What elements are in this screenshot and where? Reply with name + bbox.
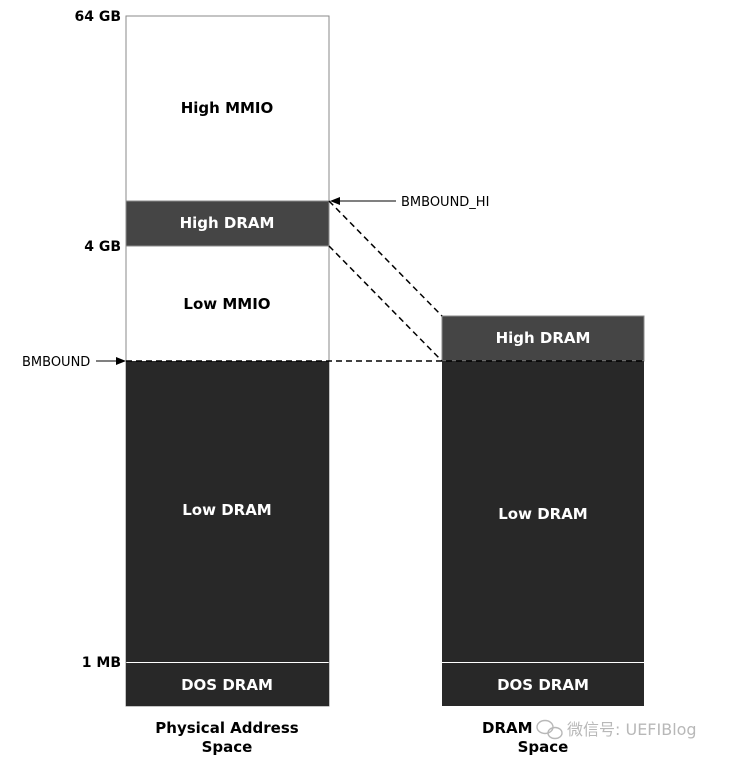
high-dram-block	[125, 200, 330, 247]
physical-space-title-line1: Physical Address	[155, 719, 298, 737]
mapping-line-bottom	[328, 245, 443, 362]
bmbound-label: BMBOUND	[22, 355, 90, 370]
tick-64gb: 64 GB	[74, 9, 121, 25]
dram-low-dram-block	[442, 361, 644, 662]
mapping-line-top	[328, 200, 443, 317]
low-mmio-label: Low MMIO	[183, 295, 270, 313]
dos-dram-block	[126, 663, 329, 706]
dram-dos-dram-label: DOS DRAM	[497, 676, 589, 694]
tick-4gb: 4 GB	[84, 239, 121, 255]
bmbound-hi-label: BMBOUND_HI	[401, 195, 489, 210]
high-mmio-label: High MMIO	[181, 99, 274, 117]
dram-high-dram-label: High DRAM	[496, 329, 591, 347]
dram-low-dram-label: Low DRAM	[498, 505, 587, 523]
physical-space-title-line2: Space	[202, 738, 253, 756]
dram-space-title-line2: Space	[518, 738, 569, 756]
dos-dram-label: DOS DRAM	[181, 676, 273, 694]
tick-1mb: 1 MB	[82, 655, 121, 671]
dram-high-dram-block	[441, 315, 645, 362]
bmbound-hi-pointer: BMBOUND_HI	[330, 195, 489, 210]
bmbound-hi-arrow-head-icon	[330, 197, 340, 205]
wechat-logo-icon	[536, 719, 563, 740]
high-dram-label: High DRAM	[180, 214, 275, 232]
watermark-text: 微信号: UEFIBlog	[567, 720, 697, 739]
bmbound-arrow-head-icon	[116, 357, 126, 365]
dram-space-column: High DRAM Low DRAM DOS DRAM	[441, 315, 645, 706]
watermark: 微信号: UEFIBlog	[536, 719, 697, 740]
low-dram-label: Low DRAM	[182, 501, 271, 519]
dram-space-title-line1: DRAM	[482, 719, 533, 737]
mapping-lines	[126, 200, 644, 362]
physical-address-column: High MMIO High DRAM Low MMIO Low DRAM DO…	[125, 15, 330, 707]
low-dram-block	[126, 361, 329, 662]
dram-dos-dram-block	[442, 663, 644, 706]
bmbound-pointer: BMBOUND	[22, 355, 126, 370]
